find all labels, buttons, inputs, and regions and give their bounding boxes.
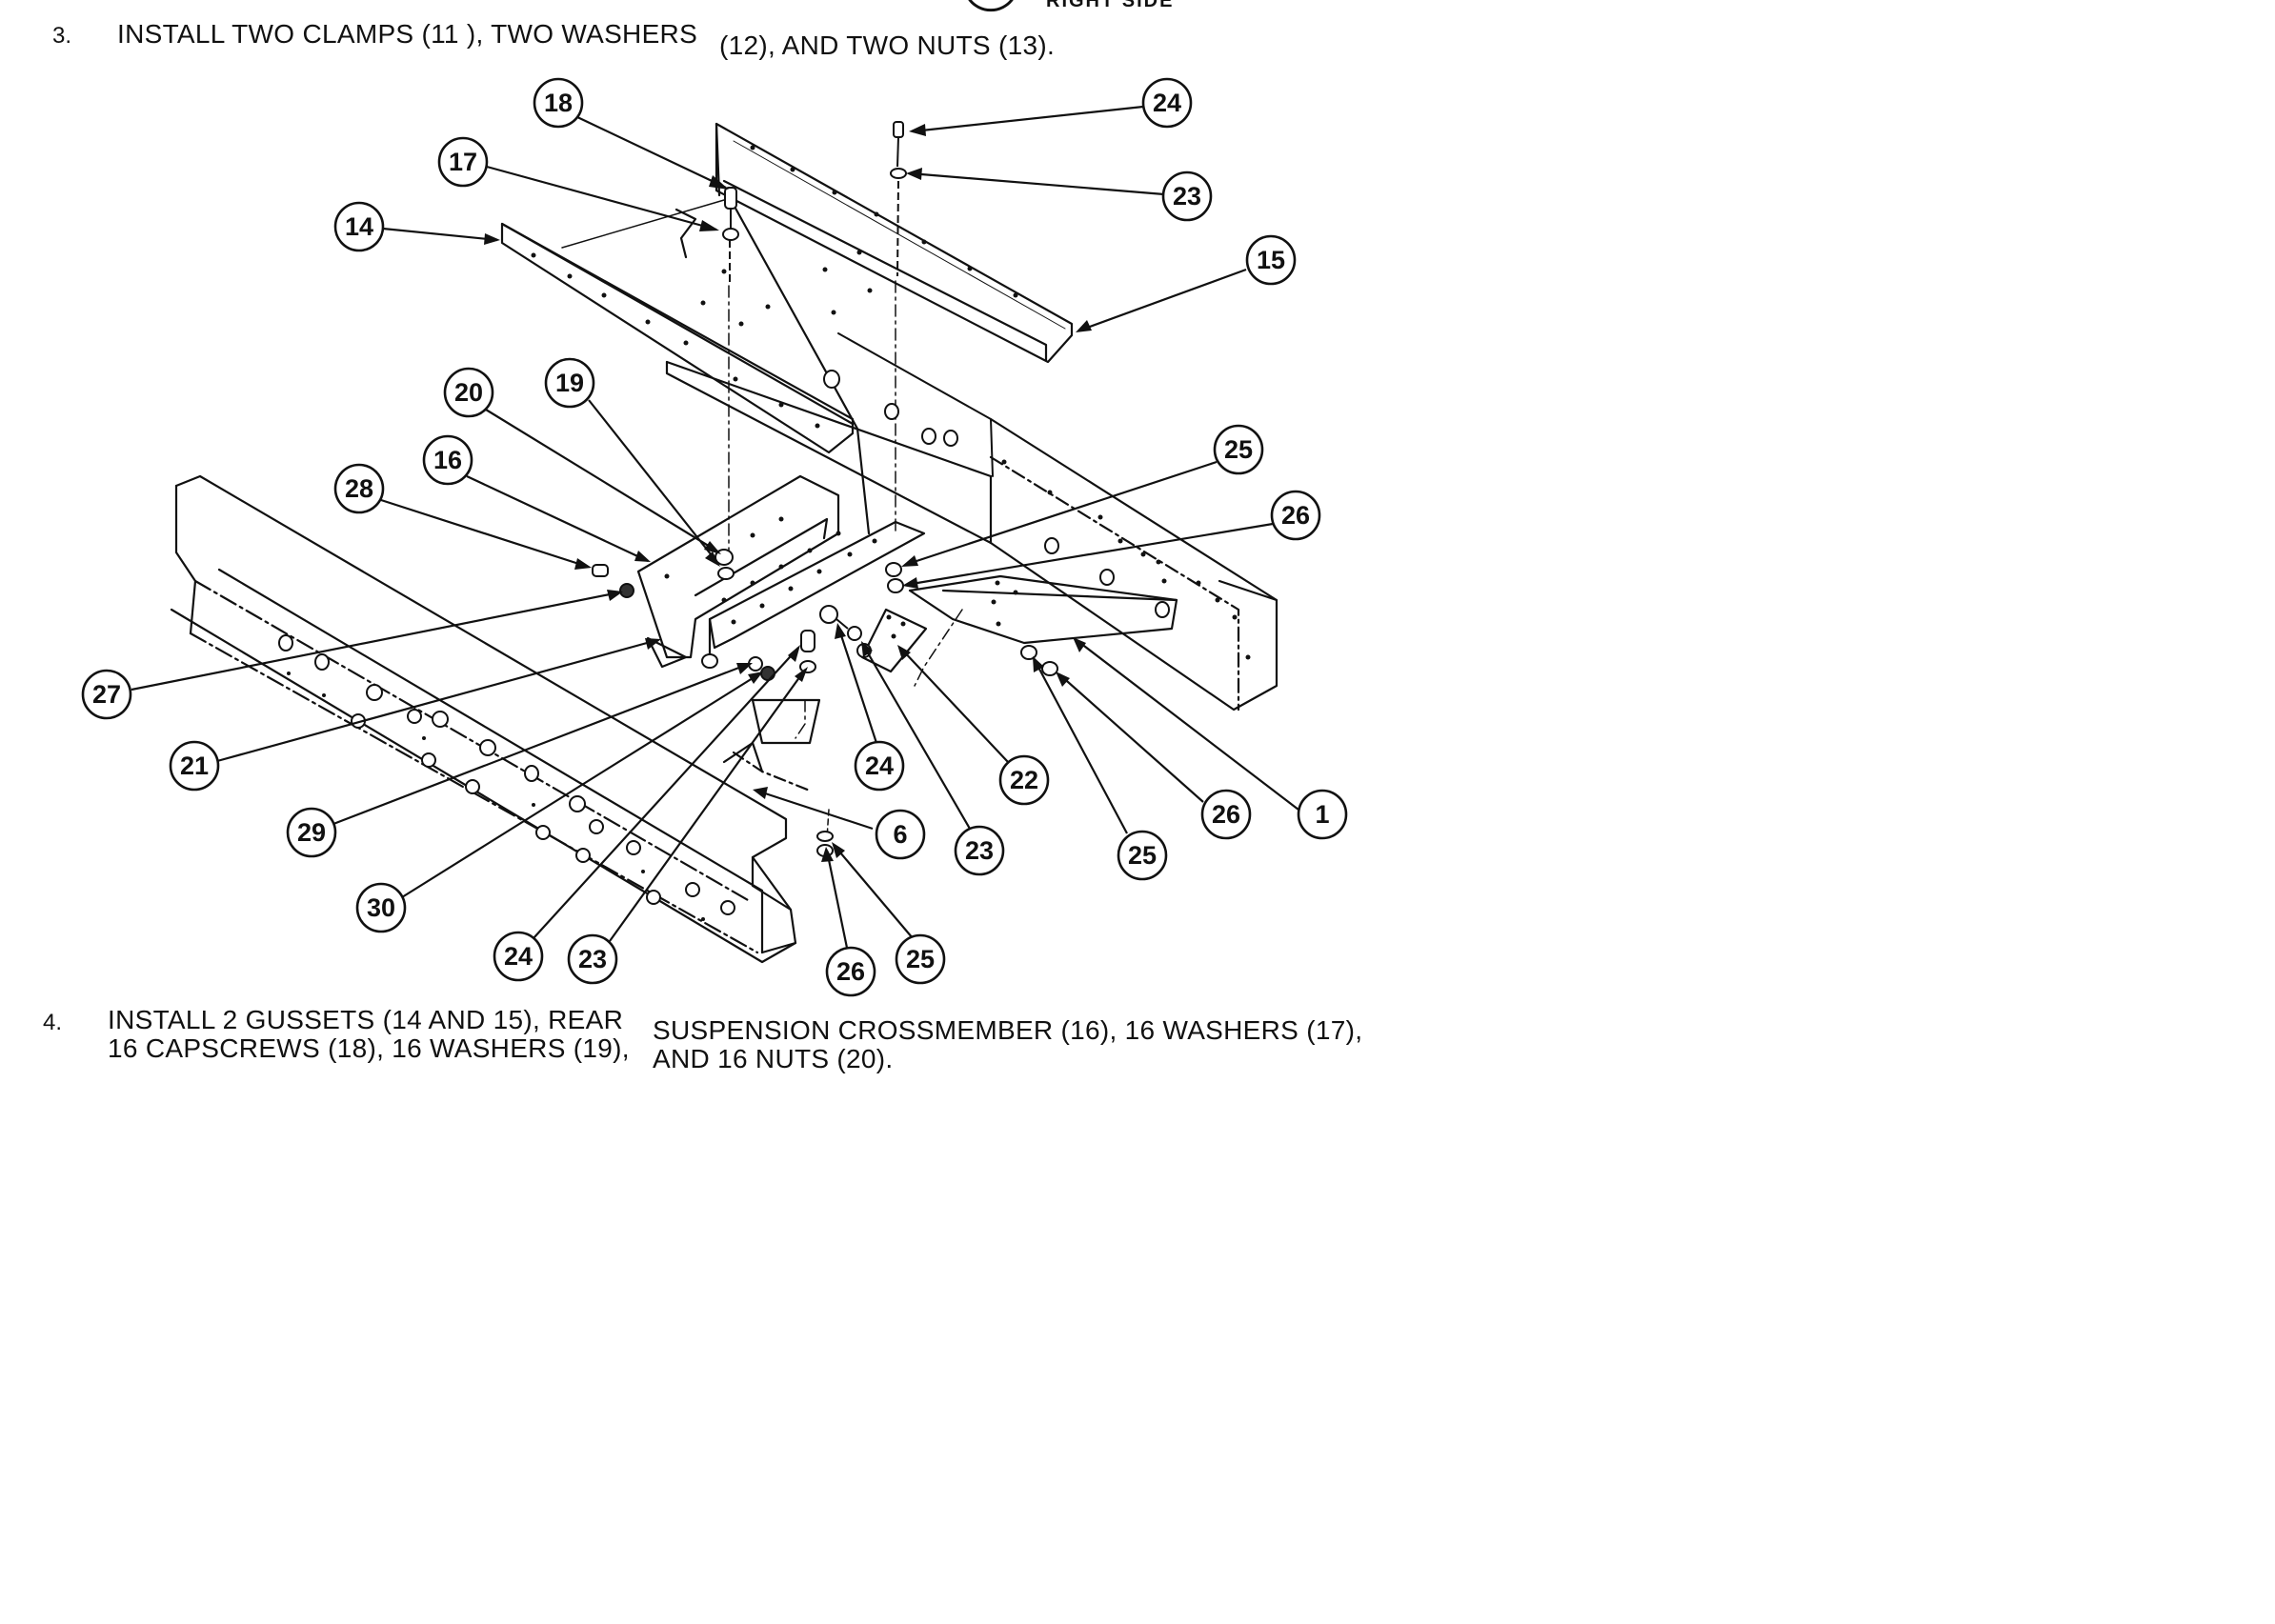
step-3-text-part-b: (12), AND TWO NUTS (13).	[719, 30, 1056, 60]
step-3-number: 3.	[52, 23, 72, 49]
callout-label: 25	[1224, 435, 1253, 464]
callout-label: 24	[865, 752, 894, 780]
step-4-line-2-part-a: 16 CAPSCREWS (18), 16 WASHERS (19),	[108, 1033, 630, 1063]
callout-label: 23	[965, 836, 994, 865]
step-4-number: 4.	[43, 1010, 63, 1035]
step-4-line-1-part-b: SUSPENSION CROSSMEMBER (16), 16 WASHERS …	[653, 1015, 1363, 1045]
page-header-fragment: RIGHT SIDE	[1046, 0, 1175, 11]
gusset-14	[500, 222, 855, 454]
plate-holes	[287, 145, 1251, 921]
callout-label: 1	[1315, 800, 1329, 829]
callout-label: 14	[345, 212, 373, 241]
step-4-line-1-part-a: INSTALL 2 GUSSETS (14 AND 15), REAR	[108, 1005, 624, 1034]
hardware	[278, 121, 1170, 915]
callout-label: 26	[1281, 501, 1310, 530]
callout-labels: 18 24 17 23 14 15 20 19 16 28 25 26 27 2…	[92, 89, 1330, 986]
callout-label: 26	[1212, 800, 1240, 829]
step-3-text-part-a: INSTALL TWO CLAMPS (11 ), TWO WASHERS	[117, 19, 698, 49]
callout-label: 15	[1257, 246, 1285, 274]
callout-label: 28	[345, 474, 373, 503]
callout-label: 18	[544, 89, 573, 117]
gusset-15	[715, 122, 1074, 364]
callout-label: 23	[1173, 182, 1201, 211]
callout-label: 6	[893, 820, 907, 849]
callout-label: 19	[555, 369, 584, 397]
callout-label: 17	[449, 148, 477, 176]
arrowheads	[484, 124, 1092, 862]
callout-label: 24	[504, 942, 533, 971]
step-4-line-2-part-b: AND 16 NUTS (20).	[653, 1044, 894, 1073]
callout-label: 26	[836, 957, 865, 986]
callouts	[81, 77, 1348, 997]
callout-label: 27	[92, 680, 121, 709]
callout-label: 21	[180, 752, 209, 780]
callout-label: 29	[297, 818, 326, 847]
callout-label: 22	[1010, 766, 1038, 794]
leader-lines	[131, 105, 1299, 949]
callout-label: 23	[578, 945, 607, 973]
callout-label: 25	[906, 945, 935, 973]
callout-label: 25	[1128, 841, 1157, 870]
callout-label: 30	[367, 893, 395, 922]
callout-label: 20	[454, 378, 483, 407]
crossmember-16	[636, 474, 840, 659]
callout-label: 24	[1153, 89, 1181, 117]
callout-label: 16	[433, 446, 462, 474]
exploded-view-figure: 18 24 17 23 14 15 20 19 16 28 25 26 27 2…	[81, 0, 1348, 997]
